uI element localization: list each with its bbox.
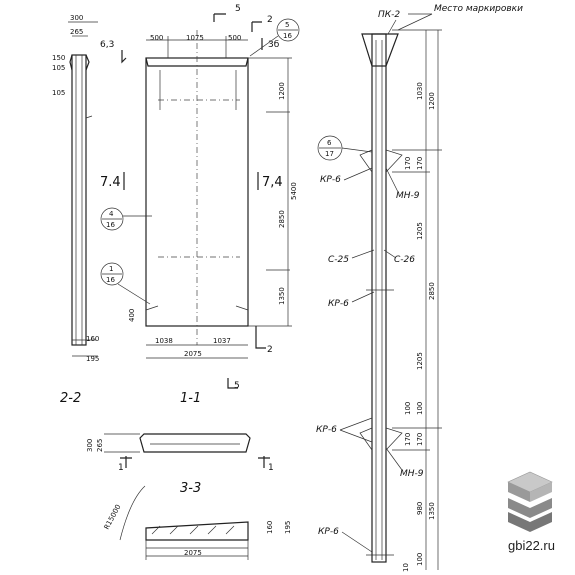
marker-6-3: 6,3 — [100, 40, 114, 50]
label-pk2: ПК-2 — [378, 10, 400, 20]
label-kr6-c: КР-6 — [316, 425, 337, 435]
dim-r-100b: 100 — [416, 402, 424, 415]
dim-r-1205a: 1205 — [416, 222, 424, 240]
dim-400: 400 — [128, 309, 136, 322]
dim-r-170a: 170 — [404, 157, 412, 170]
dim-1200: 1200 — [278, 82, 286, 100]
label-c25: С-25 — [328, 255, 349, 265]
dim-r-170d: 170 — [416, 433, 424, 446]
marker-1-right: 1 — [268, 463, 274, 473]
dim-500a: 500 — [150, 34, 163, 42]
dim-1038: 1038 — [155, 337, 173, 345]
dim-r-1205b: 1205 — [416, 352, 424, 370]
dim-radius: R15000 — [103, 503, 123, 531]
dim-1037: 1037 — [213, 337, 231, 345]
section-1-1: 500 1075 500 1200 5400 2850 1350 400 103… — [100, 4, 300, 406]
reinforcement-cage: 1030 1200 170 170 1205 2850 1205 100 170… — [316, 4, 523, 572]
label-kr6-b: КР-6 — [328, 299, 349, 309]
dim-500b: 500 — [228, 34, 241, 42]
dim-r-170b: 170 — [416, 157, 424, 170]
dim-r-10: 10 — [402, 563, 410, 572]
callout-6-17-bottom: 17 — [325, 150, 334, 158]
section-2-2: 300 265 150 105 105 160 195 2-2 — [52, 14, 99, 406]
dim-160b: 160 — [266, 521, 274, 534]
dim-r-980: 980 — [416, 502, 424, 515]
dim-300b: 300 — [86, 439, 94, 452]
marker-5-top: 5 — [235, 4, 241, 14]
dim-150: 150 — [52, 54, 65, 62]
site-url: gbi22.ru — [508, 538, 555, 553]
dim-r-100a: 100 — [404, 402, 412, 415]
label-mn9-a: МН-9 — [396, 191, 420, 201]
marker-5-bottom: 5 — [234, 381, 240, 391]
view-label-2-2: 2-2 — [60, 391, 81, 406]
callout-6-17-top: 6 — [327, 139, 332, 147]
view-label-1-1: 1-1 — [180, 391, 201, 406]
dim-1075: 1075 — [186, 34, 204, 42]
marker-2-top: 2 — [267, 15, 273, 25]
callout-4-16-bottom: 16 — [106, 221, 115, 229]
callout-1-16-top: 1 — [109, 265, 113, 273]
label-marking-place: Место маркировки — [434, 4, 523, 14]
dim-265: 265 — [70, 28, 83, 36]
dim-r-1200: 1200 — [428, 92, 436, 110]
dim-105b: 105 — [52, 89, 65, 97]
dim-300: 300 — [70, 14, 83, 22]
dim-195a: 195 — [86, 355, 99, 363]
label-kr6-a: КР-6 — [320, 175, 341, 185]
section-3-3: 300 265 1 1 3-3 R15000 160 195 2075 — [86, 433, 292, 560]
marker-1-left: 1 — [118, 463, 124, 473]
dim-r-1350: 1350 — [428, 502, 436, 520]
label-kr6-d: КР-6 — [318, 527, 339, 537]
dim-r-1030: 1030 — [416, 82, 424, 100]
dim-160a: 160 — [86, 335, 99, 343]
view-label-3-3: 3-3 — [180, 481, 201, 496]
dim-r-2850: 2850 — [428, 282, 436, 300]
site-logo — [507, 471, 553, 532]
dim-5400: 5400 — [290, 182, 298, 200]
dim-105a: 105 — [52, 64, 65, 72]
callout-5-16-top: 5 — [285, 21, 289, 29]
dim-2850: 2850 — [278, 210, 286, 228]
dim-2075a: 2075 — [184, 350, 202, 358]
callout-4-16-top: 4 — [109, 210, 114, 218]
dim-2075b: 2075 — [184, 549, 202, 557]
label-mn9-b: МН-9 — [400, 469, 424, 479]
dim-r-100c: 100 — [416, 553, 424, 566]
dim-r-170c: 170 — [404, 433, 412, 446]
callout-5-16-bottom: 16 — [283, 32, 292, 40]
dim-265b: 265 — [96, 439, 104, 452]
callout-1-16-bottom: 16 — [106, 276, 115, 284]
marker-2-bottom: 2 — [267, 345, 273, 355]
label-c26: С-26 — [394, 255, 415, 265]
dim-195b: 195 — [284, 521, 292, 534]
marker-7-4-left: 7.4 — [100, 175, 121, 190]
marker-3b: 3б — [268, 40, 280, 50]
dim-1350: 1350 — [278, 287, 286, 305]
marker-7-4-right: 7,4 — [262, 175, 283, 190]
